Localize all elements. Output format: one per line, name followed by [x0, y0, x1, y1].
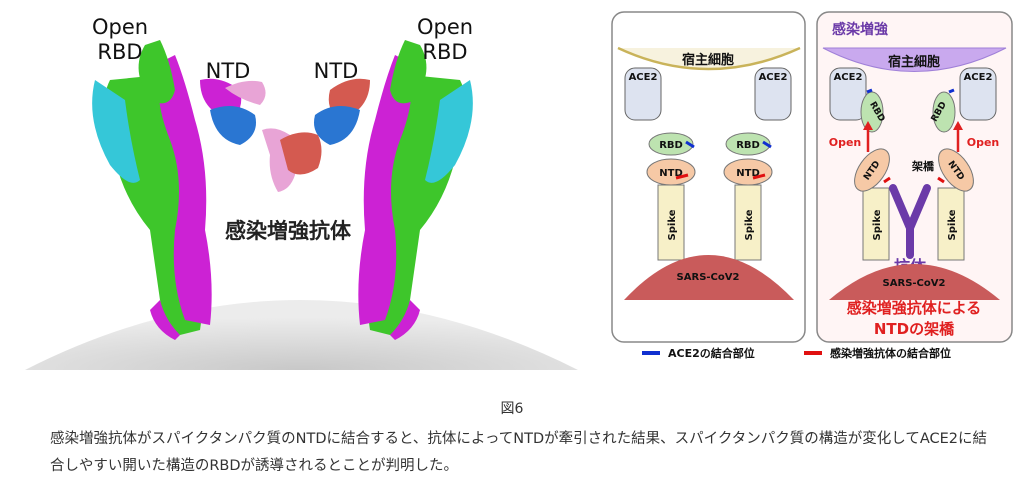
left-ntd-label: NTD: [206, 59, 251, 83]
spike-stalk-right: [734, 184, 762, 261]
rbd-domain-open-right: [932, 91, 956, 133]
ace2-label-right-2: ACE2: [964, 72, 993, 83]
enhancement-caption-line1: 感染増強抗体による: [847, 299, 982, 317]
ntd-domain-right: [723, 158, 773, 186]
open-label-left: Open: [829, 136, 862, 149]
cell-surface: [25, 300, 578, 370]
host-cell-label-2: 宿主細胞: [888, 54, 940, 70]
ace2-label-left-2: ACE2: [834, 72, 863, 83]
ntd-domain-right-2: [938, 148, 974, 192]
panel-normal: 宿主細胞 ACE2 ACE2 Spike Spike NTD NTD RBD R…: [611, 11, 806, 343]
spike-stalk-right-2: [937, 187, 965, 261]
virus-particle-2: [829, 264, 1000, 300]
ace2-receptor-left: [624, 67, 662, 121]
rbd-label-left: RBD: [659, 140, 683, 151]
rbd-label-right: RBD: [736, 140, 760, 151]
figure-caption: 感染増強抗体がスパイクタンパク質のNTDに結合すると、抗体によってNTDが牽引さ…: [50, 431, 987, 474]
ntd-domain-left-2: [854, 148, 890, 192]
virus-label-2: SARS-CoV2: [883, 278, 946, 289]
spike-antibody-structure-figure: Open RBD NTD NTD Open RBD 感染増強抗体: [25, 15, 578, 370]
ntd-domain-left: [646, 158, 696, 186]
enhancement-caption-line2: NTDの架橋: [874, 320, 955, 338]
antibody-y-shape: [889, 184, 931, 259]
figure-number: 図6: [500, 401, 524, 417]
ace2-label-left: ACE2: [629, 72, 658, 83]
host-cell-label: 宿主細胞: [682, 52, 734, 68]
spike-label-left-2: Spike: [872, 209, 883, 240]
legend-antibody-site: 感染増強抗体の結合部位: [830, 346, 951, 360]
right-open-rbd-label-2: RBD: [422, 40, 467, 64]
enhancement-title: 感染増強: [832, 21, 888, 38]
rbd-domain-right: [725, 132, 771, 156]
virus-label: SARS-CoV2: [677, 272, 740, 283]
left-open-rbd-label-1: Open: [92, 15, 148, 39]
right-spike-protein: [314, 40, 473, 340]
ntd-label-right: NTD: [736, 168, 760, 179]
panel-enhanced: 感染増強 宿主細胞 ACE2 ACE2 RBD RBD Open Open Sp…: [816, 11, 1013, 343]
virus-particle: [624, 255, 794, 300]
enhancing-antibody-label: 感染増強抗体: [225, 219, 352, 243]
right-ntd-label: NTD: [314, 59, 359, 83]
bridge-label: 架橋: [911, 159, 935, 173]
ntd-label-left: NTD: [659, 168, 683, 179]
left-spike-protein: [92, 40, 266, 340]
ace2-receptor-left-2: [829, 67, 867, 121]
host-cell-membrane-2: [822, 47, 1007, 72]
rbd-domain-left: [648, 132, 694, 156]
spike-stalk-left: [657, 184, 685, 261]
legend: ACE2の結合部位 感染増強抗体の結合部位: [642, 346, 951, 360]
rbd-domain-open-left: [860, 91, 884, 133]
ace2-receptor-right: [754, 67, 792, 121]
spike-stalk-left-2: [862, 187, 890, 261]
spike-label-right-2: Spike: [947, 209, 958, 240]
open-label-right: Open: [967, 136, 1000, 149]
right-open-rbd-label-1: Open: [417, 15, 473, 39]
legend-ace2-site: ACE2の結合部位: [668, 346, 755, 360]
ace2-label-right: ACE2: [759, 72, 788, 83]
left-open-rbd-label-2: RBD: [97, 40, 142, 64]
mechanism-schematic: 宿主細胞 ACE2 ACE2 Spike Spike NTD NTD RBD R…: [611, 11, 1013, 360]
spike-label-left: Spike: [667, 209, 678, 240]
spike-label-right: Spike: [744, 209, 755, 240]
host-cell-membrane: [617, 46, 801, 71]
antibody-structure: [262, 128, 322, 192]
ace2-receptor-right-2: [959, 67, 997, 121]
